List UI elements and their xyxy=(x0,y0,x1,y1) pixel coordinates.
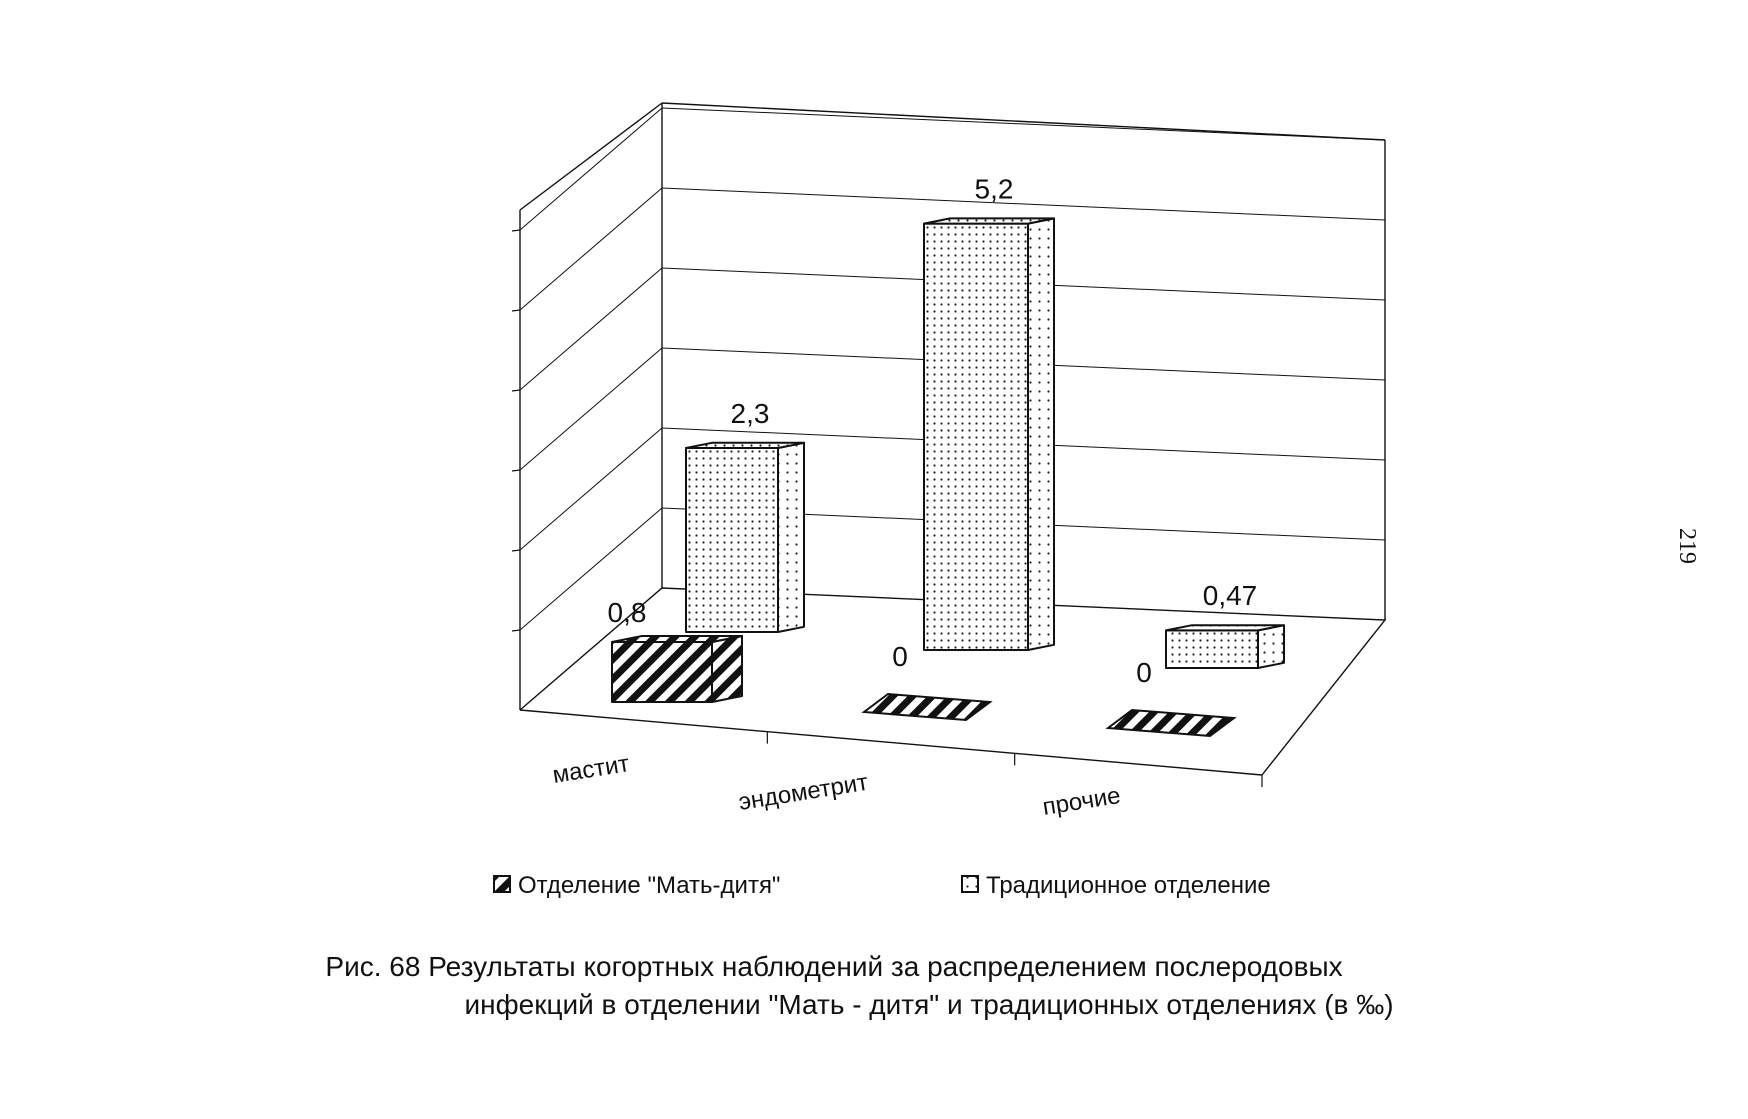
value-label: 5,2 xyxy=(975,173,1014,204)
value-label: 0 xyxy=(892,641,908,672)
caption-line-1: Рис. 68 Результаты когортных наблюдений … xyxy=(325,951,1343,982)
side-gridline xyxy=(519,347,663,471)
category-label: эндометрит xyxy=(737,769,870,816)
bar-mother-child xyxy=(861,692,993,722)
y-tick xyxy=(511,309,521,312)
side-gridline xyxy=(519,427,663,551)
gridline xyxy=(661,187,1386,221)
category-label: прочие xyxy=(1041,782,1123,821)
figure-caption: Рис. 68 Результаты когортных наблюдений … xyxy=(0,948,1748,1024)
bar-front-face xyxy=(1165,629,1259,670)
value-label: 2,3 xyxy=(731,398,770,429)
bar-side-face xyxy=(711,635,743,703)
bar-side-face xyxy=(1027,217,1055,651)
value-labels: 2,3 5,2 0,47 0,8 0 0 xyxy=(608,173,1258,688)
bar-top-face xyxy=(861,692,993,722)
bar-front-face xyxy=(685,447,779,633)
value-label: 0 xyxy=(1136,657,1152,688)
category-label: мастит xyxy=(551,750,632,789)
x-axis-line xyxy=(519,709,1263,776)
back-wall-top xyxy=(661,102,1386,141)
bar-top-face xyxy=(611,635,743,643)
value-label: 0,47 xyxy=(1203,580,1258,611)
legend-item: Традиционное отделение xyxy=(961,872,1271,899)
bar-top-face xyxy=(1165,624,1285,632)
value-label: 0,8 xyxy=(608,597,647,628)
bar-top-face xyxy=(1105,708,1237,738)
bar-front-face xyxy=(611,641,713,703)
legend-label: Отделение "Мать-дитя" xyxy=(518,872,780,899)
page-number: 219 xyxy=(1674,528,1700,564)
side-gridline xyxy=(519,507,663,631)
y-tick xyxy=(511,629,521,632)
y-tick xyxy=(511,549,521,552)
y-tick xyxy=(511,229,521,232)
bar-top-face xyxy=(923,217,1055,225)
gridline xyxy=(661,107,1386,141)
bar-front-face xyxy=(923,222,1029,651)
bar-mother-child xyxy=(611,635,743,703)
side-gridline xyxy=(519,187,663,311)
bar-traditional xyxy=(923,217,1055,651)
bar-mother-child xyxy=(1105,708,1237,738)
caption-line-2: инфекций в отделении "Мать - дитя" и тра… xyxy=(464,989,1394,1020)
y-tick xyxy=(511,469,521,472)
side-wall-top xyxy=(519,102,663,211)
bar-traditional xyxy=(1165,624,1285,670)
bar-top-face xyxy=(685,441,805,449)
bars xyxy=(611,217,1285,738)
y-tick xyxy=(511,389,521,392)
side-gridline xyxy=(519,107,663,231)
legend-swatch xyxy=(493,875,511,893)
legend: Отделение "Мать-дитя" Традиционное отделе… xyxy=(493,872,1271,899)
legend-item: Отделение "Мать-дитя" xyxy=(493,872,780,899)
category-labels: мастит эндометрит прочие xyxy=(551,750,1123,821)
legend-label: Традиционное отделение xyxy=(986,872,1271,899)
bar-side-face xyxy=(777,441,805,633)
legend-swatch xyxy=(961,875,979,893)
bar-side-face xyxy=(1257,624,1285,669)
bar-traditional xyxy=(685,441,805,633)
side-gridline xyxy=(519,267,663,391)
